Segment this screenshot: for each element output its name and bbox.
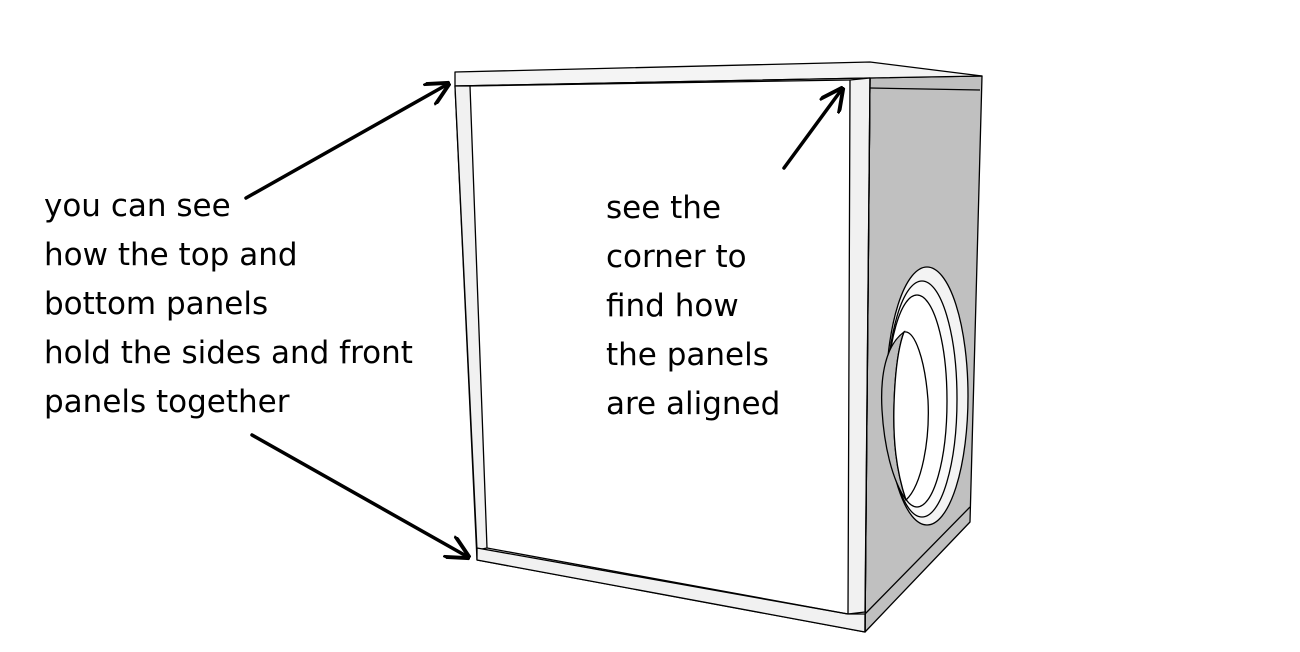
right-annotation-line: corner to [606,239,747,275]
left-annotation: you can see how the top and bottom panel… [44,182,413,427]
arrow-to-corner [782,89,842,170]
left-annotation-line: how the top and [44,237,298,273]
top-panel [454,61,983,87]
arrow-to-bottom-panel [250,433,468,557]
right-annotation-line: find how [606,288,739,324]
speaker-driver [880,266,969,526]
annotation-arrows [244,84,842,557]
bottom-inner-seam [486,547,849,615]
side-top-seam [869,87,981,91]
left-annotation-line: hold the sides and front [44,335,413,371]
side-bottom-seam [864,506,971,615]
speaker-cone-front [893,331,929,502]
right-annotation-line: see the [606,190,722,226]
right-annotation: see the corner to find how the panels ar… [606,184,780,429]
right-annotation-line: are aligned [606,386,781,422]
speaker-enclosure [454,61,983,633]
left-annotation-line: panels together [44,384,290,420]
top-inner-seam [469,79,851,87]
right-annotation-line: the panels [606,337,769,373]
left-annotation-line: you can see [44,188,231,224]
left-annotation-line: bottom panels [44,286,269,322]
arrow-to-top-panel [244,84,448,200]
front-corner-line [864,77,871,633]
